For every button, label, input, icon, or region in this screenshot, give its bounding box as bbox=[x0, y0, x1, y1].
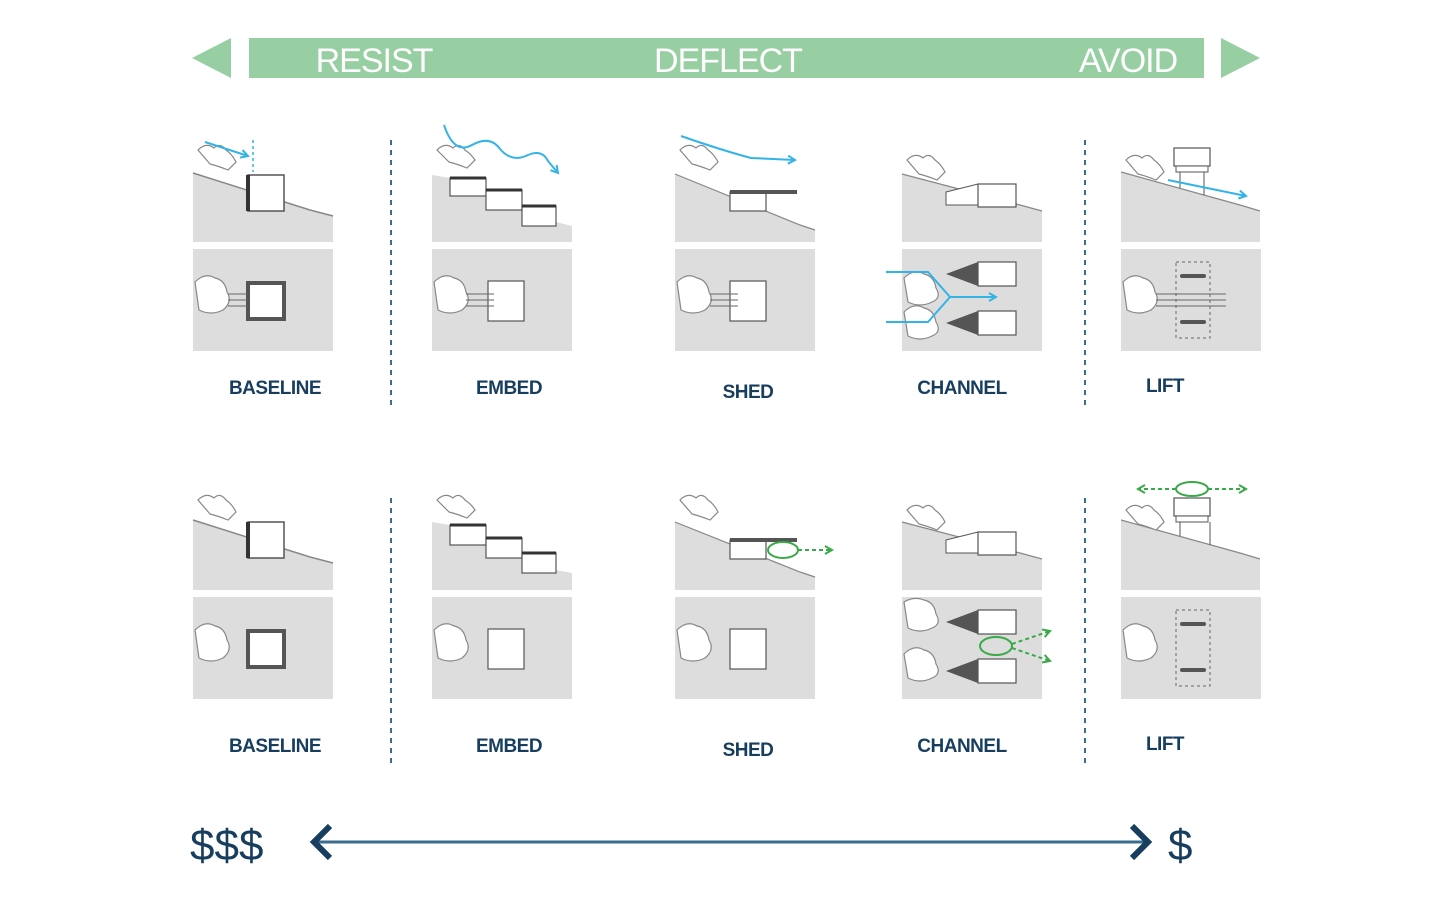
cost-scale: $$$ $ bbox=[190, 821, 1192, 870]
plan-view bbox=[675, 597, 815, 699]
label-channel-bottom: CHANNEL bbox=[917, 736, 1007, 757]
label-channel-top: CHANNEL bbox=[917, 378, 1007, 399]
section-view bbox=[432, 124, 572, 242]
banner-label-resist: RESIST bbox=[316, 42, 433, 80]
plan-view bbox=[886, 249, 1042, 351]
water-flow-arrow-icon bbox=[443, 124, 558, 173]
section-view bbox=[192, 140, 334, 242]
panel-baseline-top: BASELINE bbox=[192, 140, 334, 399]
panel-embed-bottom: EMBED bbox=[432, 494, 572, 757]
section-view bbox=[432, 494, 572, 590]
water-flow-arrow-icon bbox=[204, 141, 248, 156]
banner-right-arrow-icon bbox=[1221, 38, 1260, 78]
panel-baseline-bottom: BASELINE bbox=[192, 494, 334, 757]
plan-view bbox=[193, 249, 333, 351]
banner-label-avoid: AVOID bbox=[1079, 42, 1177, 80]
row-bottom: BASELINE EMBED bbox=[192, 481, 1261, 761]
panel-embed-top: EMBED bbox=[432, 124, 572, 399]
green-ellipse-icon bbox=[1175, 481, 1209, 497]
label-lift-top: LIFT bbox=[1146, 376, 1185, 397]
section-view bbox=[1120, 147, 1261, 242]
section-view bbox=[192, 494, 334, 590]
section-view bbox=[674, 135, 816, 242]
plan-view bbox=[432, 249, 572, 351]
section-view bbox=[901, 154, 1043, 242]
label-shed-top: SHED bbox=[723, 382, 774, 403]
cost-high-label: $$$ bbox=[190, 821, 263, 870]
section-view bbox=[901, 504, 1043, 590]
plan-view bbox=[1121, 597, 1261, 699]
cost-right-chevron-icon bbox=[1129, 823, 1153, 861]
plan-view bbox=[193, 597, 333, 699]
plan-view bbox=[432, 597, 572, 699]
panel-shed-top: SHED bbox=[674, 135, 816, 403]
water-flow-arrow-icon bbox=[1167, 179, 1246, 196]
row-top: BASELINE EMBED bbox=[192, 124, 1261, 403]
spectrum-banner: RESIST DEFLECT AVOID bbox=[192, 38, 1260, 80]
panel-lift-top: LIFT bbox=[1120, 147, 1261, 397]
panel-channel-bottom: CHANNEL bbox=[901, 504, 1050, 757]
label-lift-bottom: LIFT bbox=[1146, 734, 1185, 755]
label-embed-bottom: EMBED bbox=[476, 736, 542, 757]
banner-label-deflect: DEFLECT bbox=[654, 42, 802, 80]
panel-shed-bottom: SHED bbox=[674, 494, 832, 761]
panel-lift-bottom: LIFT bbox=[1120, 481, 1261, 755]
label-shed-bottom: SHED bbox=[723, 740, 774, 761]
green-ellipse-icon bbox=[767, 541, 799, 559]
water-flow-arrow-icon bbox=[680, 135, 795, 160]
label-baseline-bottom: BASELINE bbox=[229, 736, 321, 757]
plan-view bbox=[1121, 249, 1261, 351]
cost-left-chevron-icon bbox=[309, 823, 333, 861]
cost-low-label: $ bbox=[1168, 821, 1192, 870]
dividers bbox=[390, 140, 1086, 766]
banner-left-arrow-icon bbox=[192, 38, 231, 78]
water-flow-arrow-icon bbox=[886, 271, 996, 297]
plan-view bbox=[902, 597, 1050, 699]
section-view bbox=[1120, 481, 1261, 590]
plan-view bbox=[675, 249, 815, 351]
label-embed-top: EMBED bbox=[476, 378, 542, 399]
label-baseline-top: BASELINE bbox=[229, 378, 321, 399]
section-view bbox=[674, 494, 832, 590]
banner-bar bbox=[249, 38, 1204, 78]
green-ellipse-icon bbox=[979, 636, 1013, 656]
panel-channel-top: CHANNEL bbox=[886, 154, 1043, 399]
